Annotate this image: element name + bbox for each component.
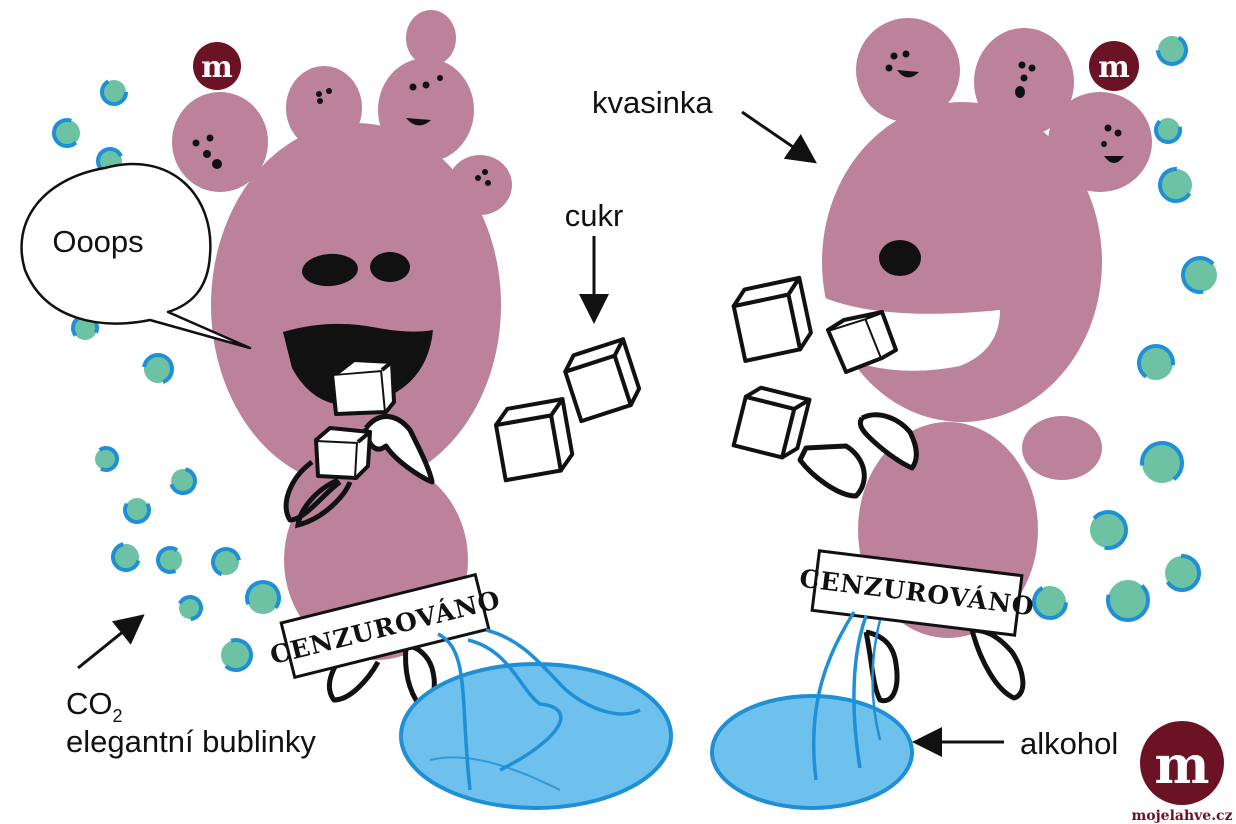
arrow-kvasinka: [742, 112, 812, 160]
co2-bubble: [102, 80, 126, 104]
co2-bubble: [1132, 339, 1179, 386]
left-yeast-bud: [286, 66, 362, 150]
left-yeast-bud: [378, 58, 474, 162]
brand-logo-letter: m: [1154, 735, 1209, 796]
co2-bubble: [1154, 163, 1198, 207]
left-yeast-eye: [370, 252, 410, 282]
right-yeast: CENZUROVÁNO: [796, 18, 1152, 701]
brand-logo: m mojelahve.cz: [1131, 721, 1232, 824]
label-alkohol: alkohol: [1020, 726, 1118, 761]
sugar-cube: [734, 385, 810, 461]
sugar-cube: [731, 278, 814, 361]
left-yeast: CENZUROVÁNO: [172, 10, 512, 706]
right-yeast-hand: [800, 446, 864, 496]
sugar-cube: [561, 339, 643, 421]
co2-bubble: [154, 544, 186, 576]
left-yeast-bud: [172, 92, 268, 192]
arrow-co2: [78, 618, 140, 668]
co2-bubble: [1180, 255, 1220, 295]
co2-bubble: [110, 541, 142, 573]
co2-bubble: [1140, 441, 1185, 486]
co2-bubble: [91, 444, 122, 475]
sugar-cube-in-hand: [316, 428, 370, 478]
co2-bubble: [49, 115, 86, 152]
co2-bubble: [242, 577, 284, 619]
co2-bubble: [209, 545, 242, 578]
logo-badge-left: m: [193, 42, 241, 90]
co2-bubble: [1083, 505, 1134, 556]
co2-bubble: [1034, 586, 1067, 619]
logo-letter: m: [1098, 50, 1130, 85]
right-yeast-bud: [1048, 92, 1152, 192]
label-bubbles: elegantní bublinky: [66, 724, 316, 759]
sugar-cube: [494, 399, 575, 480]
logo-letter: m: [201, 50, 233, 85]
brand-site: mojelahve.cz: [1131, 808, 1232, 824]
right-yeast-bud: [856, 18, 960, 122]
left-yeast-bud: [448, 155, 512, 215]
co2-bubble: [1164, 555, 1200, 591]
co2-bubble: [121, 494, 154, 527]
co2-bubble: [142, 353, 174, 385]
right-yeast-leg: [972, 630, 1023, 698]
co2-bubble: [1153, 31, 1191, 69]
co2-bubble: [217, 636, 255, 674]
co2-bubble: [1100, 572, 1157, 629]
co2-bubble: [1153, 115, 1182, 144]
label-co2: CO2: [66, 686, 123, 726]
right-yeast-eye: [879, 240, 921, 276]
right-alcohol-puddle: [712, 696, 912, 808]
left-alcohol-puddle: [401, 664, 671, 808]
logo-badge-right: m: [1089, 41, 1139, 91]
right-yeast-leg: [866, 632, 897, 701]
label-cukr: cukr: [565, 198, 624, 233]
left-alcohol: [401, 630, 671, 808]
speech-text-ooops: Ooops: [52, 224, 143, 259]
label-kvasinka: kvasinka: [592, 85, 713, 120]
co2-bubble: [169, 467, 197, 495]
right-yeast-bud: [1022, 416, 1102, 480]
co2-bubble: [175, 593, 204, 622]
sugar-cubes: [494, 278, 814, 480]
left-yeast-bud: [406, 10, 456, 66]
sugar-cube-in-mouth: [332, 360, 394, 414]
